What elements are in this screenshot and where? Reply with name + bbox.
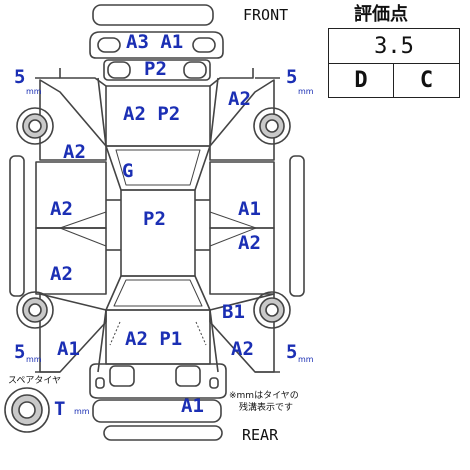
front-label: FRONT bbox=[243, 6, 289, 24]
front-lower-label: P2 bbox=[144, 58, 167, 80]
tire-spare bbox=[4, 387, 50, 433]
hood-label: A2 P2 bbox=[123, 103, 181, 125]
rear-bumper-outline bbox=[89, 363, 227, 399]
spare-tire-depth: T bbox=[54, 398, 66, 420]
tire-front-left bbox=[16, 107, 54, 145]
front-left-tire-depth: 5 bbox=[14, 66, 26, 88]
score-box: 3.5 D C bbox=[328, 28, 460, 98]
front-right-tire-depth: 5 bbox=[286, 66, 298, 88]
windshield-label: G bbox=[122, 160, 134, 182]
rear-right-tire-depth: 5 bbox=[286, 341, 298, 363]
rear-left-tire-depth: 5 bbox=[14, 341, 26, 363]
interior-score: D bbox=[329, 64, 394, 97]
front-right-tire-unit: mm bbox=[298, 87, 314, 96]
right-front-door-label: A1 bbox=[238, 198, 261, 220]
front-bar bbox=[92, 4, 214, 26]
right-rear-door-label: A2 bbox=[238, 232, 261, 254]
score-title: 評価点 bbox=[354, 4, 408, 25]
spare-tire-label: スペアタイヤ bbox=[8, 376, 62, 386]
exterior-score: C bbox=[419, 68, 434, 93]
front-lower-outline bbox=[103, 59, 211, 81]
right-rear-door-outline bbox=[209, 227, 275, 295]
left-front-door-label: A2 bbox=[50, 198, 73, 220]
front-bumper-label: A3 A1 bbox=[126, 31, 184, 53]
note-line-2: 残溝表示です bbox=[239, 403, 294, 413]
rear-bar bbox=[92, 399, 222, 423]
left-rear-fender-label: A1 bbox=[57, 338, 80, 360]
overall-score: 3.5 bbox=[329, 29, 459, 64]
spare-tire-unit: mm bbox=[74, 407, 90, 416]
front-left-fender-label: A2 bbox=[63, 141, 86, 163]
rear-left-tire-unit: mm bbox=[26, 355, 42, 364]
front-left-tire-unit: mm bbox=[26, 87, 42, 96]
trunk-label: A2 P1 bbox=[125, 328, 183, 350]
tire-front-right bbox=[253, 107, 291, 145]
rear-right-tire-unit: mm bbox=[298, 355, 314, 364]
right-rear-fender-label: A2 bbox=[231, 338, 254, 360]
front-right-fender-label: A2 bbox=[228, 88, 251, 110]
roof-label: P2 bbox=[143, 208, 166, 230]
rear-bumper-label: A1 bbox=[181, 395, 204, 417]
front-bumper-outline bbox=[89, 31, 224, 59]
left-rear-door-label: A2 bbox=[50, 263, 73, 285]
roof-outline bbox=[120, 189, 196, 277]
note-line-1: ※mmはタイヤの bbox=[229, 391, 299, 401]
tire-rear-right bbox=[253, 291, 291, 329]
right-rear-pillar-label: B1 bbox=[222, 301, 245, 323]
rear-label: REAR bbox=[242, 426, 279, 444]
tire-rear-left bbox=[16, 291, 54, 329]
